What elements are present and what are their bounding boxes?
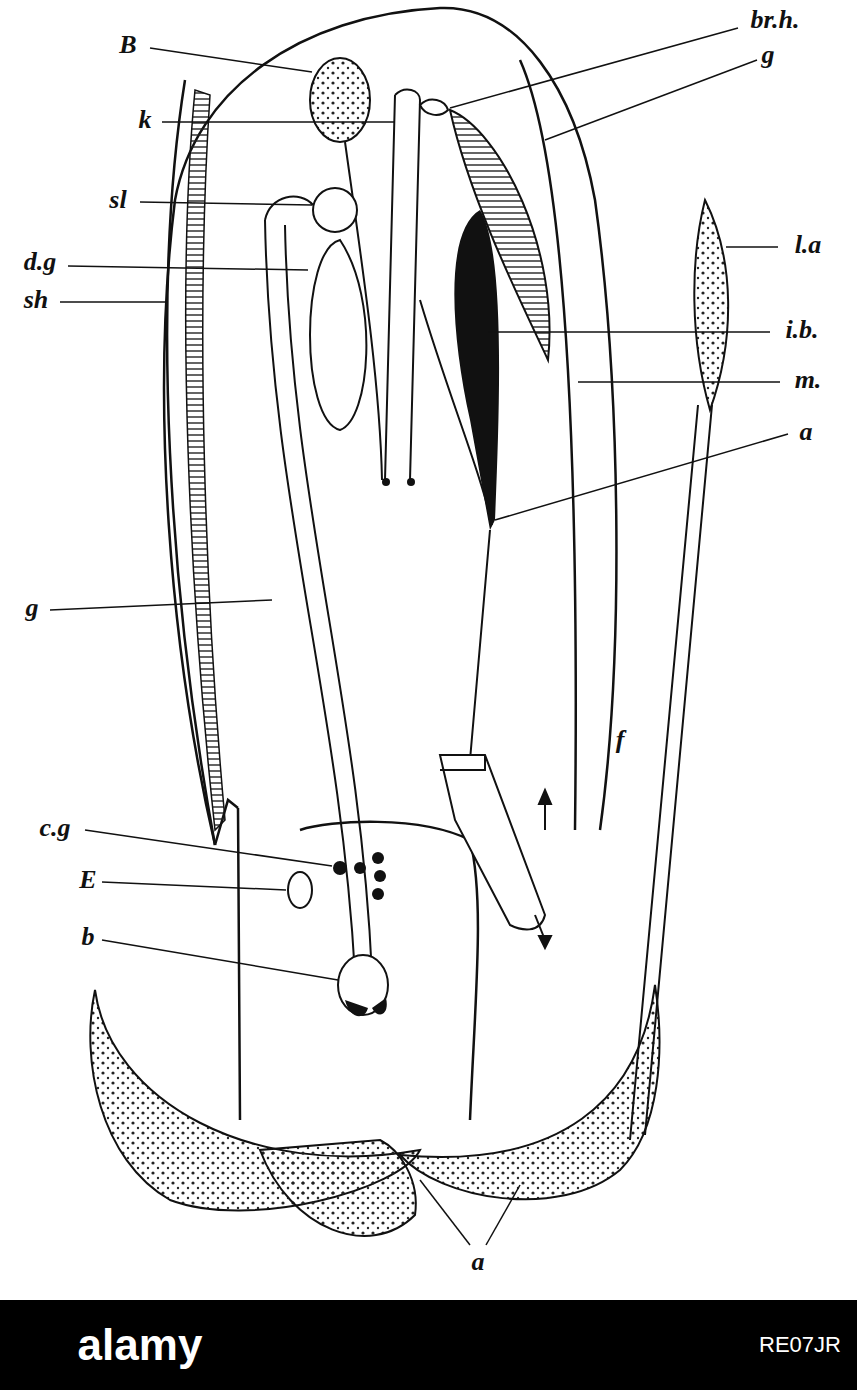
part-label: c.g [39, 815, 70, 841]
kidney [385, 90, 420, 480]
digestive-gland [310, 240, 366, 430]
branchial-heart [420, 100, 448, 115]
part-label: g [26, 595, 39, 621]
arm-middle [260, 1140, 416, 1236]
flow-arrows [535, 790, 551, 948]
kidney-pore [382, 478, 390, 486]
part-label: i.b. [785, 317, 818, 343]
watermark-logo: alamy [78, 1323, 203, 1367]
mantle-inner [520, 60, 576, 830]
part-label: k [139, 107, 152, 133]
body-outline [164, 8, 616, 1120]
head [238, 808, 478, 1120]
part-label: g [762, 42, 775, 68]
part-label: B [119, 32, 136, 58]
watermark-id: RE07JR [759, 1334, 841, 1356]
part-label: a [800, 419, 813, 445]
part-label: b [82, 924, 95, 950]
part-label: f [616, 727, 625, 753]
ink-bag [454, 210, 499, 530]
tentacle-stalk [630, 405, 712, 1140]
beak [345, 998, 387, 1016]
part-label: a [472, 1249, 485, 1275]
cerebral-ganglia [333, 852, 386, 900]
arm-right [400, 985, 659, 1199]
kidney-pore [407, 478, 415, 486]
part-label: sl [109, 187, 126, 213]
part-label: br.h. [750, 7, 799, 33]
mantle [164, 8, 616, 845]
part-label: sh [24, 287, 49, 313]
shell [186, 90, 225, 830]
rectum [420, 300, 492, 760]
part-label: d.g [24, 249, 57, 275]
leader-lines [50, 28, 788, 1245]
tentacle-club [694, 200, 728, 410]
part-label: l.a [795, 232, 822, 258]
watermark-band [0, 1300, 857, 1390]
eye [288, 872, 312, 908]
branchial-organ [310, 58, 370, 142]
stomach [313, 188, 357, 232]
funnel [440, 755, 545, 929]
part-label: m. [795, 367, 822, 393]
part-label: E [79, 867, 96, 893]
